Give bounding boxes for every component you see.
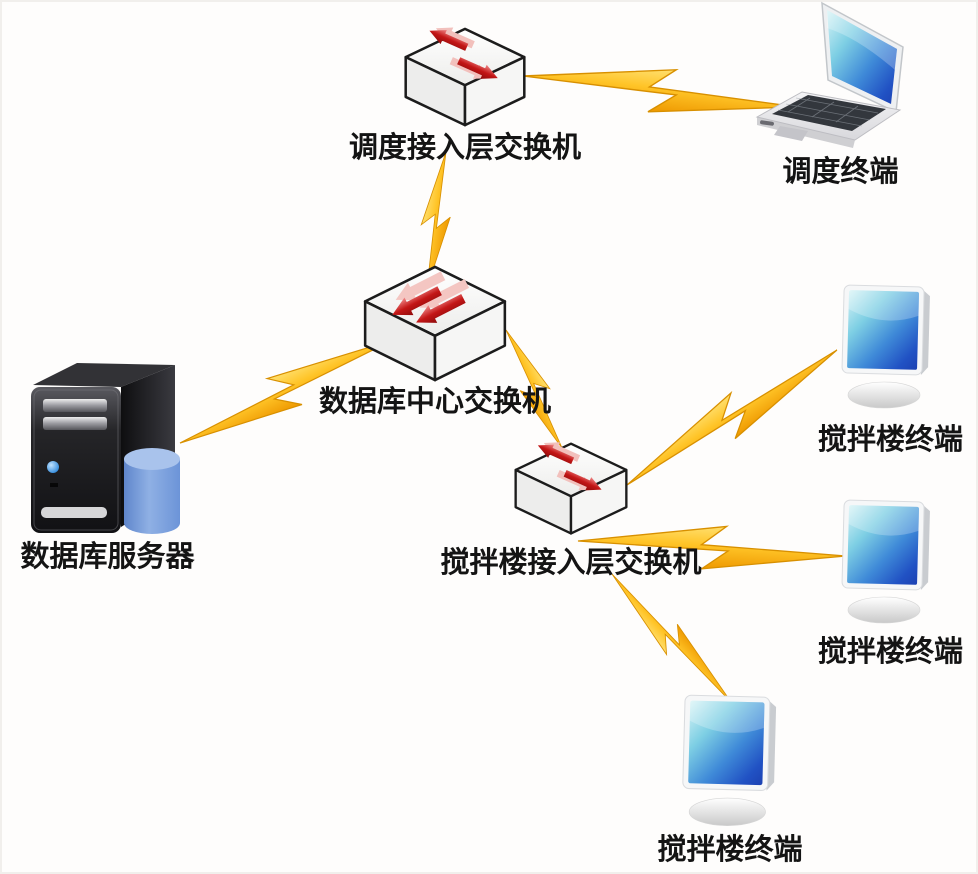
node-mixing-terminal-2: 搅拌楼终端 bbox=[818, 497, 963, 667]
node-label: 数据库服务器 bbox=[20, 541, 195, 573]
lightning-link-icon bbox=[179, 339, 394, 444]
node-mixing-access-switch: 搅拌楼接入层交换机 bbox=[440, 440, 702, 578]
lightning-link-icon bbox=[611, 573, 732, 703]
node-label: 搅拌楼终端 bbox=[817, 424, 964, 456]
switch-icon bbox=[400, 25, 530, 130]
node-dispatch-terminal: 调度终端 bbox=[750, 0, 915, 187]
node-label: 搅拌楼终端 bbox=[817, 636, 964, 668]
core-switch-icon bbox=[360, 263, 510, 385]
node-dispatch-access-switch: 调度接入层交换机 bbox=[349, 25, 581, 163]
node-label: 搅拌楼接入层交换机 bbox=[440, 547, 702, 579]
node-mixing-terminal-1: 搅拌楼终端 bbox=[818, 282, 963, 455]
monitor-icon bbox=[675, 692, 785, 832]
node-database-server: 数据库服务器 bbox=[20, 355, 195, 572]
switch-icon bbox=[512, 440, 630, 538]
monitor-icon bbox=[835, 497, 938, 629]
node-mixing-terminal-3: 搅拌楼终端 bbox=[657, 692, 803, 865]
node-label: 调度终端 bbox=[782, 156, 899, 188]
lightning-link-icon bbox=[626, 349, 838, 486]
laptop-icon bbox=[750, 0, 915, 152]
node-label: 数据库中心交换机 bbox=[318, 386, 552, 418]
node-database-center-switch: 数据库中心交换机 bbox=[319, 263, 551, 417]
monitor-icon bbox=[835, 282, 938, 414]
server-icon bbox=[25, 355, 190, 540]
node-label: 调度接入层交换机 bbox=[348, 132, 582, 164]
node-label: 搅拌楼终端 bbox=[657, 834, 803, 866]
